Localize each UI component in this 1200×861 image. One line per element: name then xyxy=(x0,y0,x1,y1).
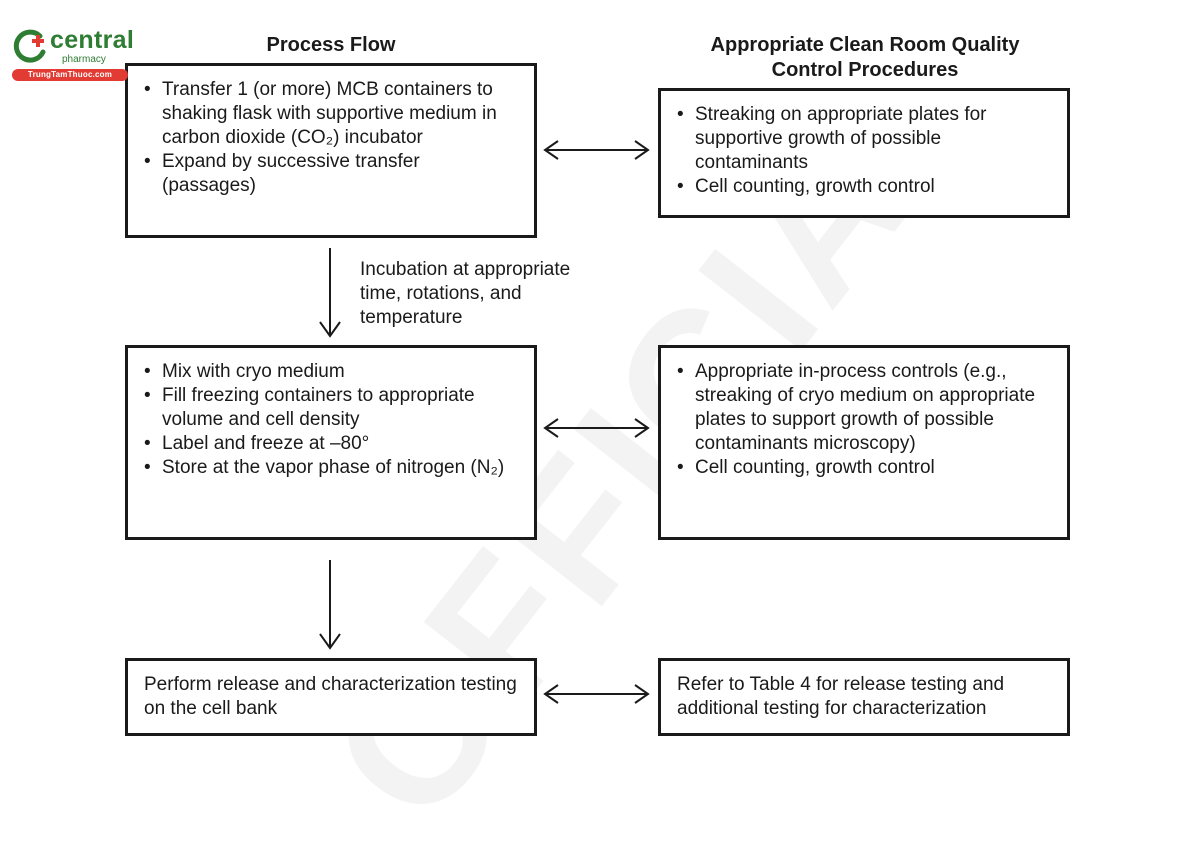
qc-step-2-box: Appropriate in-process controls (e.g., s… xyxy=(658,345,1070,540)
pharmacy-cross-logo-icon xyxy=(13,29,46,63)
double-arrow-2 xyxy=(543,418,650,438)
qc-step-1-item: Streaking on appropriate plates for supp… xyxy=(677,103,1051,175)
qc-step-2-list: Appropriate in-process controls (e.g., s… xyxy=(677,360,1051,480)
process-step-1-item: Transfer 1 (or more) MCB containers to s… xyxy=(144,78,518,150)
qc-step-3-text: Refer to Table 4 for release testing and… xyxy=(677,674,1005,719)
process-flow-heading: Process Flow xyxy=(266,34,396,56)
connector-arrows xyxy=(319,140,650,704)
process-step-2-item: Fill freezing containers to appropriate … xyxy=(144,384,518,432)
process-step-2-list: Mix with cryo medium Fill freezing conta… xyxy=(144,360,518,480)
qc-step-2-item: Appropriate in-process controls (e.g., s… xyxy=(677,360,1051,456)
central-pharmacy-logo: central pharmacy TrungTamThuoc.com xyxy=(6,22,134,82)
logo-sub: pharmacy xyxy=(62,54,106,65)
process-step-2-item: Label and freeze at –80° xyxy=(144,432,518,456)
qc-step-3-box: Refer to Table 4 for release testing and… xyxy=(658,658,1070,736)
logo-name: central xyxy=(50,26,135,54)
logo-site-bar: TrungTamThuoc.com xyxy=(12,69,128,81)
process-step-2-box: Mix with cryo medium Fill freezing conta… xyxy=(125,345,537,540)
qc-procedures-heading: Appropriate Clean Room Quality Control P… xyxy=(710,34,1020,81)
process-step-2-item: Mix with cryo medium xyxy=(144,360,518,384)
process-step-1-list: Transfer 1 (or more) MCB containers to s… xyxy=(144,78,518,198)
process-step-3-text: Perform release and characterization tes… xyxy=(144,674,517,719)
process-step-3-box: Perform release and characterization tes… xyxy=(125,658,537,736)
process-step-2-item: Store at the vapor phase of nitrogen (N₂… xyxy=(144,456,518,480)
double-arrow-3 xyxy=(543,684,650,704)
qc-step-1-item: Cell counting, growth control xyxy=(677,175,1051,199)
down-arrow-2 xyxy=(319,560,341,650)
process-step-1-box: Transfer 1 (or more) MCB containers to s… xyxy=(125,63,537,238)
qc-step-1-box: Streaking on appropriate plates for supp… xyxy=(658,88,1070,218)
qc-step-1-list: Streaking on appropriate plates for supp… xyxy=(677,103,1051,199)
double-arrow-1 xyxy=(543,140,650,160)
process-step-1-item: Expand by successive transfer (passages) xyxy=(144,150,518,198)
incubation-note: Incubation at appropriate time, rotation… xyxy=(360,259,571,328)
qc-step-2-item: Cell counting, growth control xyxy=(677,456,1051,480)
down-arrow-1 xyxy=(319,248,341,338)
